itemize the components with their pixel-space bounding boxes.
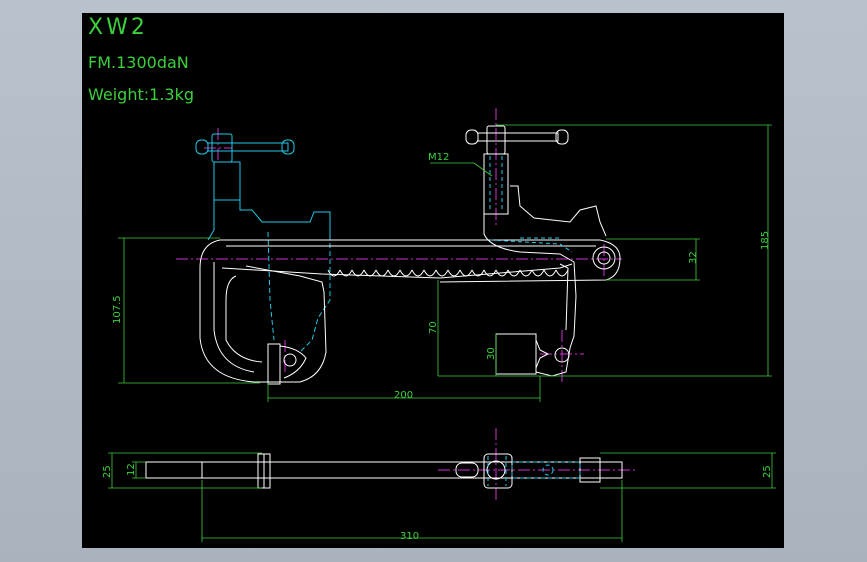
top-dimensions: [108, 452, 776, 542]
serration-tooth: [387, 269, 401, 277]
serration-tooth: [423, 269, 437, 277]
serration-tooth: [327, 269, 341, 277]
serration-tooth: [459, 269, 473, 277]
serration-tooth: [471, 269, 485, 277]
front-view: M12 185 32 107.5 70 30 200: [112, 108, 772, 402]
serration-tooth: [363, 269, 377, 277]
dim-25-left: 25: [102, 465, 113, 478]
serration-tooth: [375, 269, 389, 277]
dim-310: 310: [400, 531, 419, 542]
dim-30: 30: [486, 347, 497, 360]
top-view: 25 12 25 310: [102, 428, 776, 542]
left-handle: [195, 133, 331, 353]
serration-tooth: [543, 269, 557, 277]
front-dimensions: [118, 124, 772, 402]
serration-tooth: [507, 269, 521, 277]
top-view-hidden: [487, 456, 581, 486]
serration-tooth: [483, 269, 497, 277]
fixed-jaw-pad: [267, 343, 307, 385]
sliding-jaw: [483, 214, 577, 377]
force-label: FM.1300daN: [88, 53, 189, 72]
serration-tooth: [339, 269, 353, 277]
dim-200: 200: [394, 390, 413, 401]
serration-tooth: [351, 269, 365, 277]
dim-thread: M12: [428, 152, 449, 163]
serration-tooth: [519, 269, 533, 277]
clamp-drawing: M12 185 32 107.5 70 30 200: [102, 108, 776, 542]
main-bar: [199, 239, 621, 383]
jaw-hidden: [489, 237, 573, 253]
bar-serrations: [327, 269, 569, 277]
dim-32: 32: [688, 251, 699, 264]
serration-tooth: [555, 269, 569, 277]
serration-tooth: [399, 269, 413, 277]
model-title: XW2: [88, 15, 148, 40]
centerlines: [176, 108, 622, 382]
dim-25-right: 25: [762, 465, 773, 478]
serration-tooth: [531, 269, 545, 277]
dim-107-5: 107.5: [112, 295, 123, 324]
serration-tooth: [447, 269, 461, 277]
dim-70: 70: [428, 321, 439, 334]
dim-185: 185: [760, 231, 771, 250]
serration-tooth: [495, 269, 509, 277]
cad-viewport[interactable]: XW2 FM.1300daN Weight:1.3kg: [82, 13, 784, 548]
top-view-outline: [145, 453, 623, 489]
weight-label: Weight:1.3kg: [88, 85, 194, 104]
serration-tooth: [411, 269, 425, 277]
dim-12: 12: [126, 463, 137, 476]
thread-hidden: [489, 156, 503, 212]
serration-tooth: [435, 269, 449, 277]
right-handle: [465, 125, 607, 237]
